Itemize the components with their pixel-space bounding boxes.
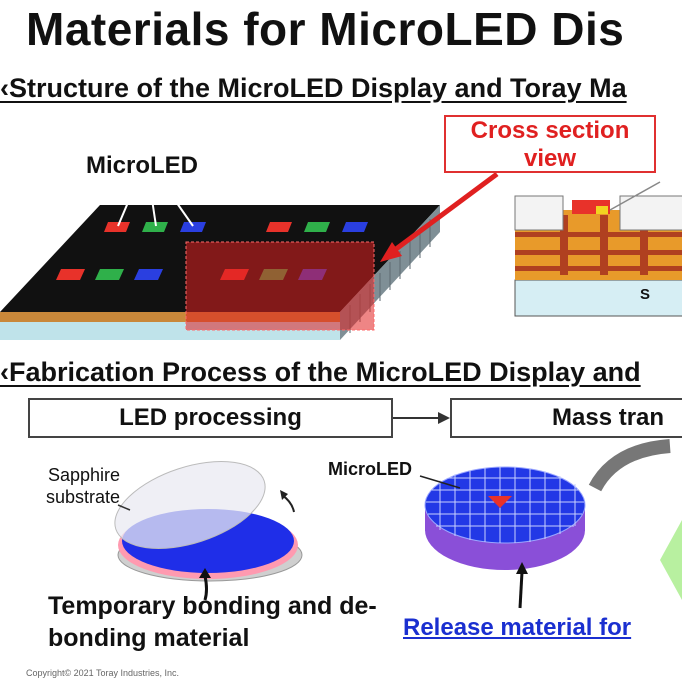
page-title: Materials for MicroLED Dis [26,3,625,55]
microled-label: MicroLED [86,152,199,179]
cross-section-diagram [514,181,682,317]
led-red [104,222,130,232]
section-heading-fabrication: ‹Fabrication Process of the MicroLED Dis… [0,357,641,387]
cross-section-arrow [380,171,499,262]
led-blue [180,222,206,232]
sapphire-wafer-diagram [114,461,303,601]
microled-wafer-label: MicroLED [328,459,413,479]
release-material-link[interactable]: Release material for [403,614,632,641]
led-green [95,269,124,280]
microled-wafer-diagram [419,439,682,609]
led-green [142,222,168,232]
cross-section-label: Cross section view [444,115,656,173]
led-blue [342,222,368,232]
led-red [266,222,292,232]
led-row-top [104,222,368,232]
led-red [56,269,85,280]
microled-pointers [117,185,194,227]
process-arrow [393,412,450,424]
sapphire-substrate-label: Sapphire substrate [45,465,120,507]
process-step-mass-transfer: Mass tran [450,398,682,438]
cross-section-substrate-letter: S [640,286,651,303]
temporary-bonding-label: Temporary bonding and de-bonding materia… [48,592,377,652]
led-green [304,222,330,232]
copyright-notice: Copyright© 2021 Toray Industries, Inc. [26,668,180,678]
led-blue [134,269,163,280]
section-heading-structure: ‹Structure of the MicroLED Display and T… [0,73,627,103]
highlight-region [185,241,375,331]
process-step-led-processing: LED processing [28,398,393,438]
